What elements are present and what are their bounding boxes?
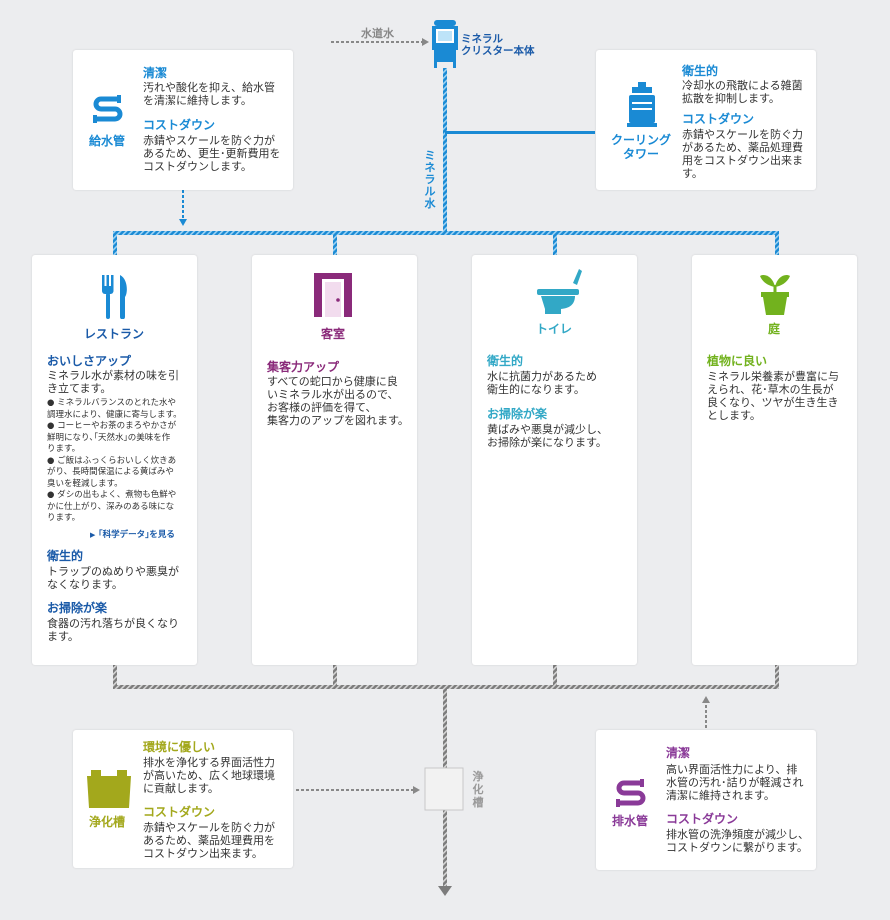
restaurant-t1: ミネラル水が素材の味を引 き立てます。: [47, 369, 179, 395]
restaurant-h2: 衛生的: [47, 549, 84, 563]
science-data-link[interactable]: ▶ ｢科学データ｣を見る: [90, 528, 175, 540]
garden-h1: 植物に良い: [707, 354, 768, 368]
garden-label: 庭: [768, 322, 781, 336]
plant-icon: [760, 275, 790, 315]
supply-h1: 清潔: [143, 66, 168, 80]
drain-t1: 高い界面活性力により、排 水管の汚れ･詰りが軽減され 清潔に維持されます。: [666, 763, 804, 802]
toilet-h2: お掃除が楽: [487, 407, 548, 421]
cooling-t1: 冷却水の飛散による雑菌 拡散を抑制します。: [682, 79, 803, 105]
guest-room-h1: 集客力アップ: [267, 360, 340, 374]
septic-tank-icon: [87, 770, 131, 808]
restaurant-h1: おいしさアップ: [47, 354, 132, 368]
drain-pipe-label: 排水管: [612, 814, 649, 828]
cooling-t2: 赤錆やスケールを防ぐ力 があるため、薬品処理費 用をコストダウン出来ま す。: [682, 128, 803, 180]
drain-h2: コストダウン: [666, 812, 739, 826]
science-data-link-text[interactable]: ｢科学データ｣を見る: [98, 530, 175, 540]
supply-pipe-label: 給水管: [89, 134, 126, 148]
cooling-tower-card: クーリング タワー 衛生的 冷却水の飛散による雑菌 拡散を抑制します。 コストダ…: [596, 50, 816, 190]
link-arrow-icon: ▶: [90, 531, 96, 539]
restaurant-bullets: ● ミネラルバランスのとれた水や 調理水により、健康に寄与します。 ● コーヒー…: [47, 398, 182, 523]
toilet-h1: 衛生的: [487, 354, 524, 368]
septic-card: 浄化槽 環境に優しい 排水を浄化する界面活性力 が高いため、広く地球環境 に貢献…: [73, 730, 293, 868]
supply-t2: 赤錆やスケールを防ぐ力が あるため、更生･更新費用を コストダウンします。: [143, 134, 281, 173]
septic-t1: 排水を浄化する界面活性力 が高いため、広く地球環境 に貢献します。: [143, 756, 275, 795]
restaurant-t2: トラップのぬめりや悪臭が なくなります。: [47, 565, 179, 591]
tap-water-arrow: [331, 38, 429, 46]
door-icon: [314, 273, 352, 317]
toilet-icon: [537, 269, 582, 314]
tap-water-label: 水道水: [361, 27, 394, 40]
garden-t1: ミネラル栄養素が豊富に与 えられ、花･草木の生長が 良くなり、ツヤが生き生き と…: [707, 370, 839, 422]
septic-h2: コストダウン: [143, 805, 216, 819]
toilet-t1: 水に抗菌力があるため 衛生的になります。: [487, 370, 597, 396]
mineral-water-label: ミ ネ ラ ル 水: [424, 149, 436, 210]
restaurant-label: レストラン: [84, 327, 145, 341]
septic-label: 浄化槽: [89, 815, 126, 829]
guest-room-card: 客室 集客力アップ すべての蛇口から健康に良 いミネラル水が出るので、 お客様の…: [252, 255, 417, 665]
garden-card: 庭 植物に良い ミネラル栄養素が豊富に与 えられ、花･草木の生長が 良くなり、ツ…: [692, 255, 857, 665]
fork-knife-icon: [102, 275, 127, 319]
drain-h1: 清潔: [666, 746, 691, 760]
drain-pipe-card: 排水管 清潔 高い界面活性力により、排 水管の汚れ･詰りが軽減され 清潔に維持さ…: [596, 730, 816, 870]
toilet-t2: 黄ばみや悪臭が減少し、 お掃除が楽になります。: [487, 423, 608, 449]
drain-pipe-icon: [616, 779, 646, 807]
drain-t2: 排水管の洗浄頻度が減少し、 コストダウンに繋がります。: [666, 828, 809, 854]
toilet-card: トイレ 衛生的 水に抗菌力があるため 衛生的になります。 お掃除が楽 黄ばみや悪…: [472, 255, 637, 665]
cooling-tower-label: クーリング タワー: [610, 133, 671, 161]
supply-t1: 汚れや酸化を抑え、給水管 を清潔に維持します。: [143, 81, 275, 107]
supply-pipe-card: 給水管 清潔 汚れや酸化を抑え、給水管 を清潔に維持します。 コストダウン 赤錆…: [73, 50, 293, 190]
septic-tank-label: 浄 化 槽: [472, 770, 484, 809]
guest-room-t1: すべての蛇口から健康に良 いミネラル水が出るので、 お客様の評価を得て、 集客力…: [267, 375, 409, 427]
septic-tank-box: [424, 767, 464, 811]
mineral-cluster-unit-icon: [432, 20, 458, 68]
cooling-tower-icon: [627, 82, 657, 127]
supply-h2: コストダウン: [143, 118, 216, 132]
restaurant-t3: 食器の汚れ落ちが良くなり ます。: [47, 617, 179, 643]
toilet-label: トイレ: [536, 322, 573, 336]
guest-room-label: 客室: [321, 327, 346, 341]
supply-pipes: [113, 68, 779, 255]
mineral-cluster-label: ミネラル クリスター本体: [461, 33, 535, 57]
restaurant-h3: お掃除が楽: [47, 601, 108, 615]
pipe-icon: [93, 95, 123, 123]
septic-t2: 赤錆やスケールを防ぐ力が あるため、薬品処理費用を コストダウン出来ます。: [143, 821, 275, 860]
cooling-h2: コストダウン: [682, 112, 755, 126]
septic-h1: 環境に優しい: [143, 740, 216, 754]
restaurant-card: レストラン おいしさアップ ミネラル水が素材の味を引 き立てます。 ● ミネラル…: [32, 255, 197, 665]
cooling-h1: 衛生的: [682, 64, 719, 78]
